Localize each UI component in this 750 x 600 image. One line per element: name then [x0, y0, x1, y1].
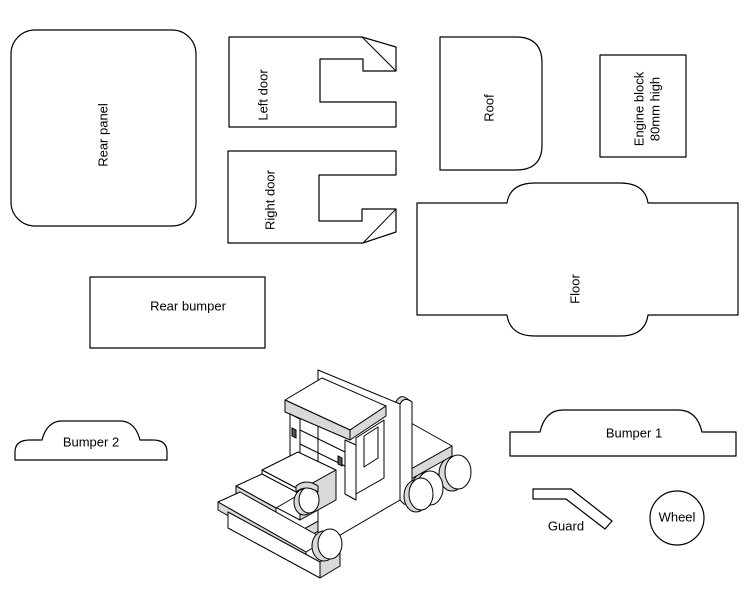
bumper-1-label: Bumper 1: [606, 425, 662, 440]
wheel-label: Wheel: [659, 509, 696, 524]
left-door-part: Left door: [228, 36, 397, 128]
engine-block-label-line1: Engine block: [631, 71, 646, 146]
truck-roof: [284, 377, 387, 441]
left-door-label: Left door: [255, 69, 270, 121]
engine-block-part: Engine block 80mm high: [599, 54, 687, 158]
truck-guard: [295, 481, 319, 493]
rear-bumper-label: Rear bumper: [150, 298, 227, 313]
roof-label: Roof: [481, 94, 496, 122]
bumper-2-label: Bumper 2: [63, 434, 119, 449]
roof-part: Roof: [439, 36, 543, 171]
rear-bumper-part: Rear bumper: [89, 276, 266, 349]
rear-panel-part: Rear panel: [10, 29, 197, 227]
engine-block-label-line2: 80mm high: [647, 77, 662, 141]
bumper-2-part: Bumper 2: [14, 420, 168, 461]
rear-panel-label: Rear panel: [95, 103, 110, 167]
guard-label: Guard: [548, 518, 584, 533]
assembled-truck-illustration: [217, 369, 472, 579]
wheel-part: Wheel: [649, 490, 705, 546]
bumper-1-part: Bumper 1: [509, 409, 737, 457]
right-door-label: Right door: [262, 169, 277, 230]
floor-part: Floor: [416, 182, 739, 337]
guard-part: Guard: [532, 488, 613, 533]
floor-label: Floor: [567, 274, 582, 304]
truck-front-wheels: [293, 477, 434, 562]
truck-cab-doors: [289, 413, 385, 501]
right-door-part: Right door: [227, 150, 397, 244]
